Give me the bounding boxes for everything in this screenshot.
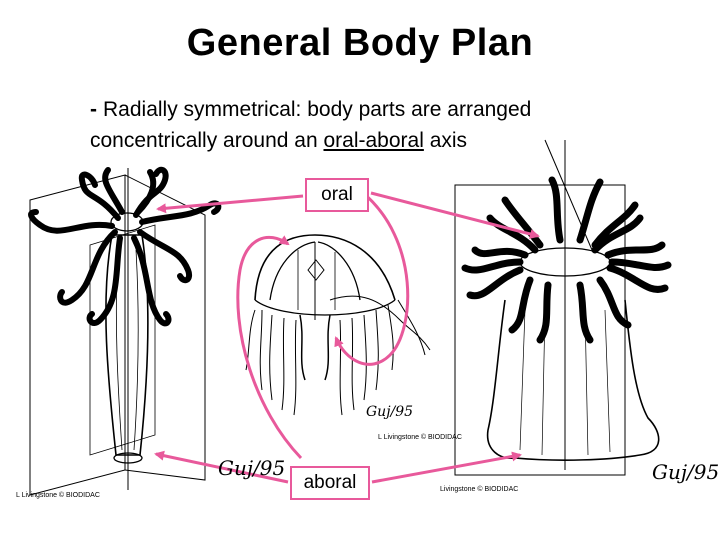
signature-right: Guj/95	[652, 460, 720, 484]
signature-middle: Guj/95	[366, 404, 414, 420]
arrow-oral-to-polyp	[156, 194, 304, 214]
bullet-part1: Radially symmetrical: body parts are arr…	[103, 98, 532, 121]
sea-anemone-drawing	[454, 139, 672, 476]
bullet-part3: axis	[423, 129, 468, 152]
bullet-dash: -	[90, 98, 97, 121]
medusa-drawing	[245, 234, 431, 416]
oral-label: oral	[305, 178, 369, 212]
credit-middle: L Livingstone © BIODIDAC	[378, 434, 462, 441]
arrow-oral-to-anemone	[370, 191, 540, 239]
signature-left: Guj/95	[218, 456, 286, 480]
hydra-polyp-drawing	[28, 166, 222, 496]
bullet-part2: concentrically around an	[90, 129, 324, 152]
arrow-aboral-to-polyp	[154, 450, 289, 484]
credit-right: Livingstone © BIODIDAC	[440, 486, 519, 493]
axis-arrows	[154, 190, 540, 484]
bullet-text: -Radially symmetrical: body parts are ar…	[90, 94, 690, 156]
arrow-medusa-oral-curve	[236, 235, 303, 460]
arrow-aboral-to-anemone	[371, 451, 522, 484]
slide-title: General Body Plan	[186, 22, 534, 64]
credit-left: L Livingstone © BIODIDAC	[16, 492, 100, 499]
bullet-underlined: oral-aboral	[323, 129, 424, 152]
aboral-label: aboral	[290, 466, 370, 500]
arrow-medusa-aboral-curve	[334, 190, 410, 366]
